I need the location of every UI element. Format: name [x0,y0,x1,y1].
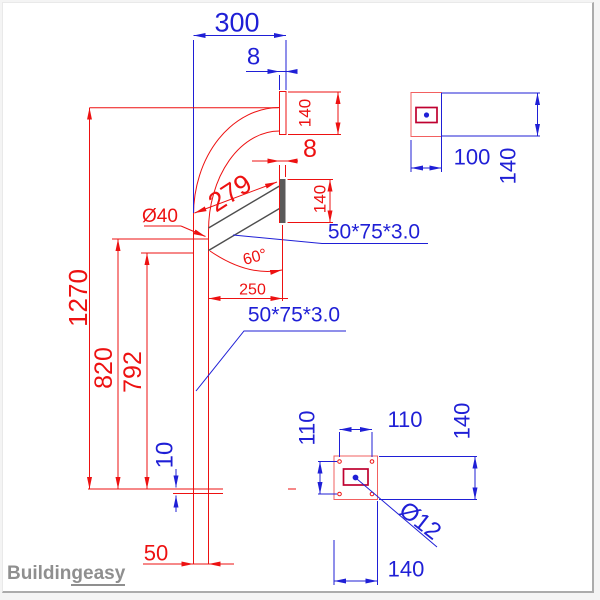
detail-top-right: 100 140 [410,92,540,185]
dim-1270-label: 1270 [63,269,93,327]
dim-top-plate-height-140: 140 [288,91,341,135]
dim-110-top-label: 110 [387,407,422,432]
detail-base-tube-section [342,468,369,486]
dim-arm-length-279: 279 [194,168,278,218]
dim-140-right-label: 140 [450,403,475,440]
dim-12-label: Ø12 [394,496,446,545]
detail-bottom-right: 110 110 140 140 Ø12 [295,403,478,585]
dim-140-top-label: 140 [296,99,315,127]
bolt-hole-bottom-left [337,491,342,497]
dim-250-label: 250 [239,282,266,299]
top-flange-plate [279,91,287,135]
dim-diameter-40-label: Ø40 [142,206,178,227]
dim-arm-plate-height-140: 140 [287,179,333,223]
dim-10-label: 10 [152,442,179,469]
dim-arm-angle-60: 60° [209,246,283,275]
dim-8-arm-label: 8 [303,135,317,163]
dim-792-label: 792 [119,351,147,393]
dim-detail-base-110-top: 110 [339,407,423,457]
dim-pole-width-50: 50 [143,541,234,567]
watermark-logo: Buildingeasy [7,563,126,586]
arm-section-label: 50*75*3.0 [328,221,420,244]
drawing-sheet [2,2,594,593]
bolt-hole-top-left [337,459,342,464]
detail-top-center-dot [423,112,430,118]
leader-pole-section: 50*75*3.0 [195,304,346,392]
bolt-hole-top-right [369,459,375,464]
dim-detail-top-140: 140 [441,92,540,185]
watermark-text-underlined: geasy [71,563,126,586]
dim-8-top-label: 8 [247,44,260,71]
dim-300-label: 300 [214,8,259,38]
dim-detail-base-110-left: 110 [295,410,337,495]
dim-height-820: 820 [90,238,209,489]
detail-base-plate [333,455,378,500]
dim-140-arm-label: 140 [311,185,330,213]
dim-279-label: 279 [203,168,257,218]
base-plate [88,488,296,494]
dim-detail-base-140-bottom: 140 [333,501,425,585]
dim-60deg-label: 60° [241,246,269,269]
dim-arm-horizontal-250: 250 [208,225,288,301]
dim-detail-base-140-right: 140 [379,403,478,500]
dim-50-label: 50 [144,541,168,566]
dim-110-left-label: 110 [295,410,320,445]
dim-top-width-300: 300 [193,8,287,213]
arm-end-plate [279,179,286,223]
dim-total-height-1270: 1270 [63,107,279,489]
detail-base-center-dot [352,474,359,481]
leader-hole-diameter: Ø12 [356,478,446,548]
arm-bottom-edge [208,207,280,252]
leader-arm-section: 50*75*3.0 [232,221,428,244]
watermark-text-main: Buildin [7,563,72,584]
dim-140-detail-top-label: 140 [496,148,521,185]
dim-top-plate-thickness-8: 8 [246,44,298,90]
dim-base-thickness-10: 10 [152,442,179,512]
dim-140-bottom-label: 140 [388,557,425,582]
dim-height-792: 792 [119,252,194,489]
dim-arm-plate-thickness-8: 8 [252,135,317,177]
detail-top-tube-section [415,106,438,124]
dim-820-label: 820 [90,347,118,389]
dim-100-label: 100 [454,145,491,170]
pole-section-label: 50*75*3.0 [248,304,340,327]
dim-detail-top-100: 100 [410,93,491,172]
leader-pole-diameter: Ø40 [142,206,206,237]
